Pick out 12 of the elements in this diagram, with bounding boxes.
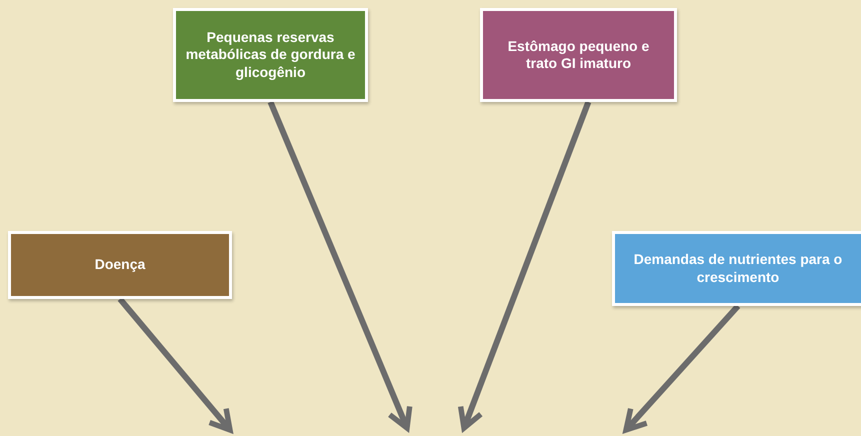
box-label: Pequenas reservas metabólicas de gordura e glicogênio	[184, 28, 356, 82]
box-label: Doença	[94, 256, 146, 274]
cause-box	[612, 231, 861, 306]
arrow	[268, 100, 412, 431]
box-label: Demandas de nutrientes para o crescimento	[632, 251, 844, 286]
cause-box	[8, 231, 232, 299]
arrow	[118, 297, 233, 433]
cause-box	[480, 8, 677, 102]
arrow	[623, 304, 740, 433]
arrow	[458, 100, 592, 431]
box-label: Estômago pequeno e trato GI imaturo	[506, 38, 650, 72]
cause-box	[173, 8, 368, 102]
